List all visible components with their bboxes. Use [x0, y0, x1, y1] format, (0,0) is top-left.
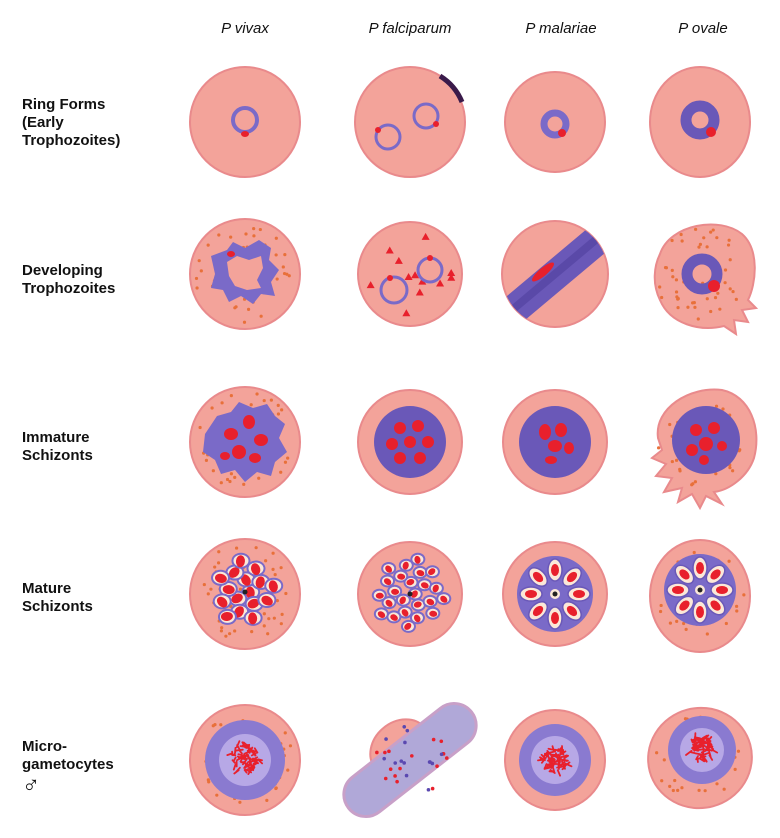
chromatin-dot: [558, 129, 566, 137]
column-header-p-vivax: P vivax: [221, 20, 269, 37]
chromatin-mass: [685, 732, 719, 763]
merozoite-cluster: [211, 552, 284, 626]
row-label-ring-forms: Ring Forms (Early Trophozoites): [22, 96, 120, 150]
vacuole: [227, 256, 263, 290]
red-blood-cell: [649, 66, 751, 178]
column-header-p-ovale: P ovale: [678, 20, 728, 37]
row-label-microgametocytes: Micro- gametocytes ♂: [22, 738, 114, 798]
cell-falciparum-microgametocyte: [340, 690, 480, 830]
cell-vivax-developing: [175, 204, 315, 344]
row-label-line: Micro-: [22, 738, 67, 755]
ring-parasite: [412, 102, 440, 130]
row-label-line: Developing: [22, 262, 103, 279]
ring-parasite: [379, 275, 409, 305]
ring-parasite: [680, 100, 720, 140]
crescent-gametocyte: [342, 702, 478, 818]
row-label-line: Schizonts: [22, 598, 93, 615]
merozoite-cluster: [371, 552, 452, 633]
column-header-p-malariae: P malariae: [525, 20, 597, 37]
red-blood-cell: [653, 223, 759, 337]
row-label-line: Trophozoites: [22, 280, 116, 297]
cell-ovale-microgametocyte: [630, 690, 770, 830]
row-label-developing-trophozoites: Developing Trophozoites: [22, 262, 115, 298]
red-blood-cell: [357, 221, 463, 327]
cell-malariae-ring: [485, 52, 625, 192]
row-label-line: Ring Forms: [22, 96, 106, 113]
cell-vivax-microgametocyte: [175, 690, 315, 830]
stippling: [658, 227, 738, 321]
cell-ovale-mature: [630, 524, 770, 664]
schizont-parasite: [203, 402, 287, 482]
cell-ovale-immature: [630, 372, 770, 512]
merozoite-cluster: [539, 423, 574, 464]
cell-falciparum-mature: [340, 524, 480, 664]
row-label-line: (Early: [22, 114, 64, 131]
row-label-line: Schizonts: [22, 447, 93, 464]
row-label-mature-schizonts: Mature Schizonts: [22, 580, 93, 616]
chromatin-dot: [241, 131, 249, 137]
merozoite-cluster: [220, 415, 268, 463]
row-label-line: Trophozoites): [22, 132, 121, 149]
row-label-immature-schizonts: Immature Schizonts: [22, 429, 93, 465]
merozoite-cluster: [386, 420, 434, 464]
male-symbol-icon: ♂: [22, 772, 40, 799]
cell-malariae-mature: [485, 524, 625, 664]
cell-vivax-immature: [175, 372, 315, 512]
chromatin-dot: [433, 121, 439, 127]
chromatin-dot: [706, 127, 716, 137]
ring-parasite: [374, 123, 402, 151]
chromatin-dot: [387, 275, 393, 281]
cell-malariae-developing: [485, 204, 625, 344]
merozoite-cluster: [686, 422, 727, 465]
accole-form: [438, 73, 465, 104]
row-label-line: Immature: [22, 429, 90, 446]
column-header-p-falciparum: P falciparum: [368, 20, 452, 37]
row-label-line: gametocytes: [22, 756, 114, 773]
red-blood-cell: [189, 66, 301, 178]
chromatin-mass: [226, 740, 263, 775]
chromatin-dot: [227, 251, 235, 257]
stippling: [366, 232, 456, 317]
chromatin-dot: [708, 280, 720, 292]
stippling: [375, 724, 449, 792]
cell-vivax-mature: [175, 524, 315, 664]
cell-malariae-microgametocyte: [485, 690, 625, 830]
cell-falciparum-immature: [340, 372, 480, 512]
ring-parasite: [681, 253, 723, 295]
cell-malariae-immature: [485, 372, 625, 512]
chromatin-mass: [537, 745, 573, 777]
cell-vivax-ring: [175, 52, 315, 192]
row-label-line: Mature: [22, 580, 72, 597]
chromatin-band: [531, 262, 555, 282]
cell-falciparum-developing: [340, 204, 480, 344]
cell-ovale-developing: [630, 204, 770, 344]
cell-ovale-ring: [630, 52, 770, 192]
ring-parasite: [540, 109, 570, 139]
cell-falciparum-ring: [340, 52, 480, 192]
red-blood-cell: [504, 71, 606, 173]
rosette-merozoites: [664, 554, 736, 626]
rosette-merozoites: [517, 556, 593, 632]
chromatin-dot: [427, 255, 433, 261]
chromatin-dot: [375, 127, 381, 133]
red-blood-cell: [354, 66, 466, 178]
